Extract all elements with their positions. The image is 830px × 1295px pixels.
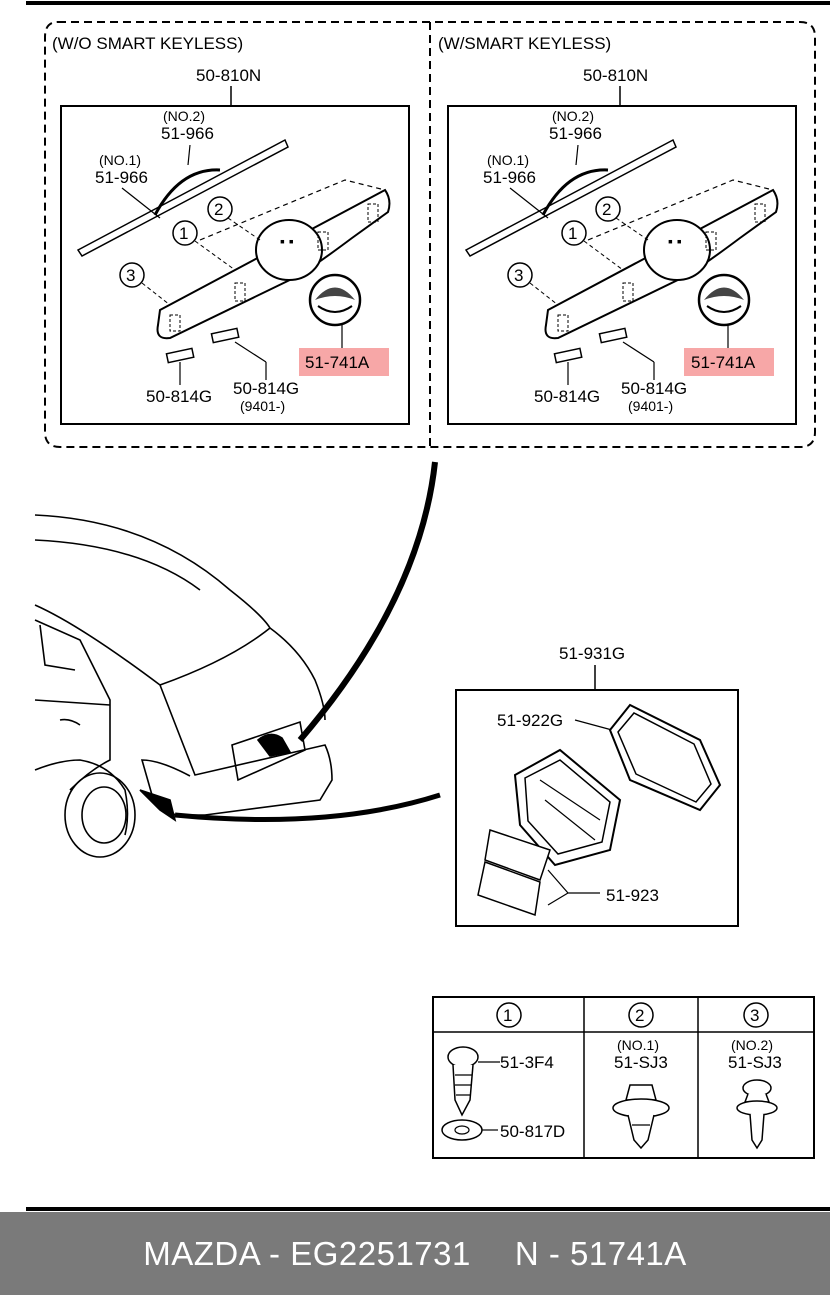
fastener-no2-label: 51-SJ3: [728, 1053, 782, 1072]
pad-1: [484, 829, 551, 881]
right-molding-no1-tag: (NO.1): [487, 152, 529, 168]
left-variant-title: (W/O SMART KEYLESS): [52, 34, 243, 53]
svg-text:▪ ▪: ▪ ▪: [280, 233, 294, 249]
gasket-hex: [608, 703, 722, 812]
left-callout-2: 2: [214, 200, 223, 219]
left-molding-no1-label: 51-966: [95, 168, 148, 187]
right-molding-no1-label: 51-966: [483, 168, 536, 187]
leader-to-emblem: [297, 461, 438, 742]
left-garnish-label: 50-810N: [196, 66, 261, 85]
right-molding-strip: [464, 138, 677, 257]
left-molding-no2-label: 51-966: [161, 124, 214, 143]
footer-part-number: N - 51741A: [514, 1234, 687, 1272]
footer-part-reference: MAZDA - EG2251731: [143, 1234, 471, 1272]
table-header-2: 2: [635, 1006, 644, 1025]
right-emblem: [697, 273, 751, 327]
left-emblem-highlight: [299, 348, 389, 376]
pad-2: [477, 861, 541, 917]
left-plug-b-note: (9401-): [240, 398, 285, 414]
leader-to-seal: [174, 792, 441, 822]
fastener-no2-drawing: [736, 1079, 778, 1150]
right-callout-1: 1: [568, 224, 577, 243]
washer-label: 50-817D: [500, 1122, 565, 1141]
right-callout-2: 2: [602, 200, 611, 219]
right-plug-b-note: (9401-): [628, 398, 673, 414]
right-emblem-label: 51-741A: [691, 353, 756, 372]
right-inner-frame: [447, 105, 797, 425]
fastener-no1-drawing: [612, 1084, 670, 1150]
right-garnish-label: 50-810N: [583, 66, 648, 85]
seal-set-label: 51-931G: [559, 644, 625, 663]
right-molding-no2-label: 51-966: [549, 124, 602, 143]
left-plug-a-label: 50-814G: [146, 387, 212, 406]
gasket-label: 51-922G: [497, 711, 563, 730]
left-callout-1: 1: [179, 224, 188, 243]
right-emblem-highlight: [684, 348, 774, 376]
vehicle-rear-illustration: [34, 514, 333, 858]
left-emblem: [308, 273, 362, 327]
table-header-3: 3: [750, 1006, 759, 1025]
left-plug-b-label: 50-814G: [233, 379, 299, 398]
variant-group-frame: [44, 21, 816, 448]
fastener-no1-tag: (NO.1): [617, 1037, 659, 1053]
right-plug-b-label: 50-814G: [621, 379, 687, 398]
right-callout-3: 3: [514, 266, 523, 285]
seal-set-group: 51-931G 51-922G 51-923: [455, 644, 739, 927]
seal-set-frame: [455, 689, 739, 927]
right-variant-title: (W/SMART KEYLESS): [438, 34, 611, 53]
clip-label: 51-3F4: [500, 1053, 554, 1072]
fastener-table: 1 2 3 51-3F4 50-817D (NO.1) 51-SJ3 (NO.2…: [432, 996, 815, 1159]
fastener-no2-tag: (NO.2): [731, 1037, 773, 1053]
right-panel: 50-810N (NO.2) 51-966 (NO.1) 51-966 ▪ ▪ …: [447, 66, 797, 425]
pad-label: 51-923: [606, 886, 659, 905]
left-callout-3: 3: [126, 266, 135, 285]
clip-drawing: [447, 1046, 479, 1117]
left-molding-no1-tag: (NO.1): [99, 152, 141, 168]
left-emblem-label: 51-741A: [305, 353, 370, 372]
left-molding-strip: [76, 138, 289, 257]
left-panel: 50-810N (NO.2) 51-966 (NO.1) 51-966 ▪ ▪ …: [60, 66, 410, 425]
left-inner-frame: [60, 105, 410, 425]
svg-text:▪ ▪: ▪ ▪: [668, 233, 682, 249]
left-molding-no2-tag: (NO.2): [163, 108, 205, 124]
table-header-1: 1: [503, 1006, 512, 1025]
right-molding-no2-tag: (NO.2): [552, 108, 594, 124]
footer-bar: MAZDA - EG2251731 N - 51741A: [0, 1212, 830, 1295]
fastener-no1-label: 51-SJ3: [614, 1053, 668, 1072]
right-plug-a-label: 50-814G: [534, 387, 600, 406]
